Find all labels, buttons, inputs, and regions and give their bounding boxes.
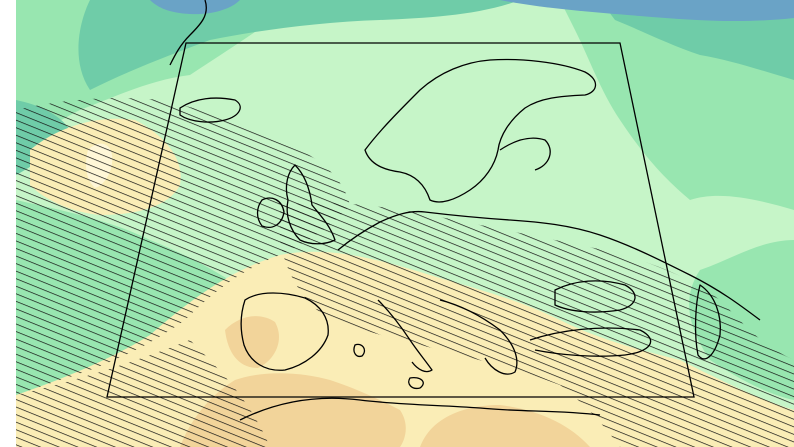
coast-baltic-finland [499,137,551,171]
contour-tan-north-africa [420,405,590,447]
coast-greenland [169,0,207,66]
coast-ireland [256,197,285,228]
coast-italy [377,299,433,373]
coast-iceland [179,97,241,123]
contour-tan-iberia-core [225,316,279,368]
coast-britain [285,164,336,245]
coast-europe-mainland [337,210,761,321]
coast-iberia [240,292,329,371]
hatch-south [16,340,270,447]
domain-boundary [106,42,695,398]
coast-black-sea [554,280,636,313]
contour-teal-north [78,0,520,90]
contour-blue-northeast [500,0,794,22]
hatch-central [280,203,794,447]
coast-turkey [529,327,652,357]
margin [0,0,16,447]
hatch-west [16,98,350,395]
contour-blue-north [150,0,240,15]
coast-sicily-sardinia [353,343,424,390]
coastlines [169,0,761,421]
coast-balkans-greece [439,299,518,375]
coast-north-africa [239,397,601,421]
coast-caspian [694,284,721,360]
contour-layer [16,0,794,447]
coast-scandinavia [364,58,597,203]
